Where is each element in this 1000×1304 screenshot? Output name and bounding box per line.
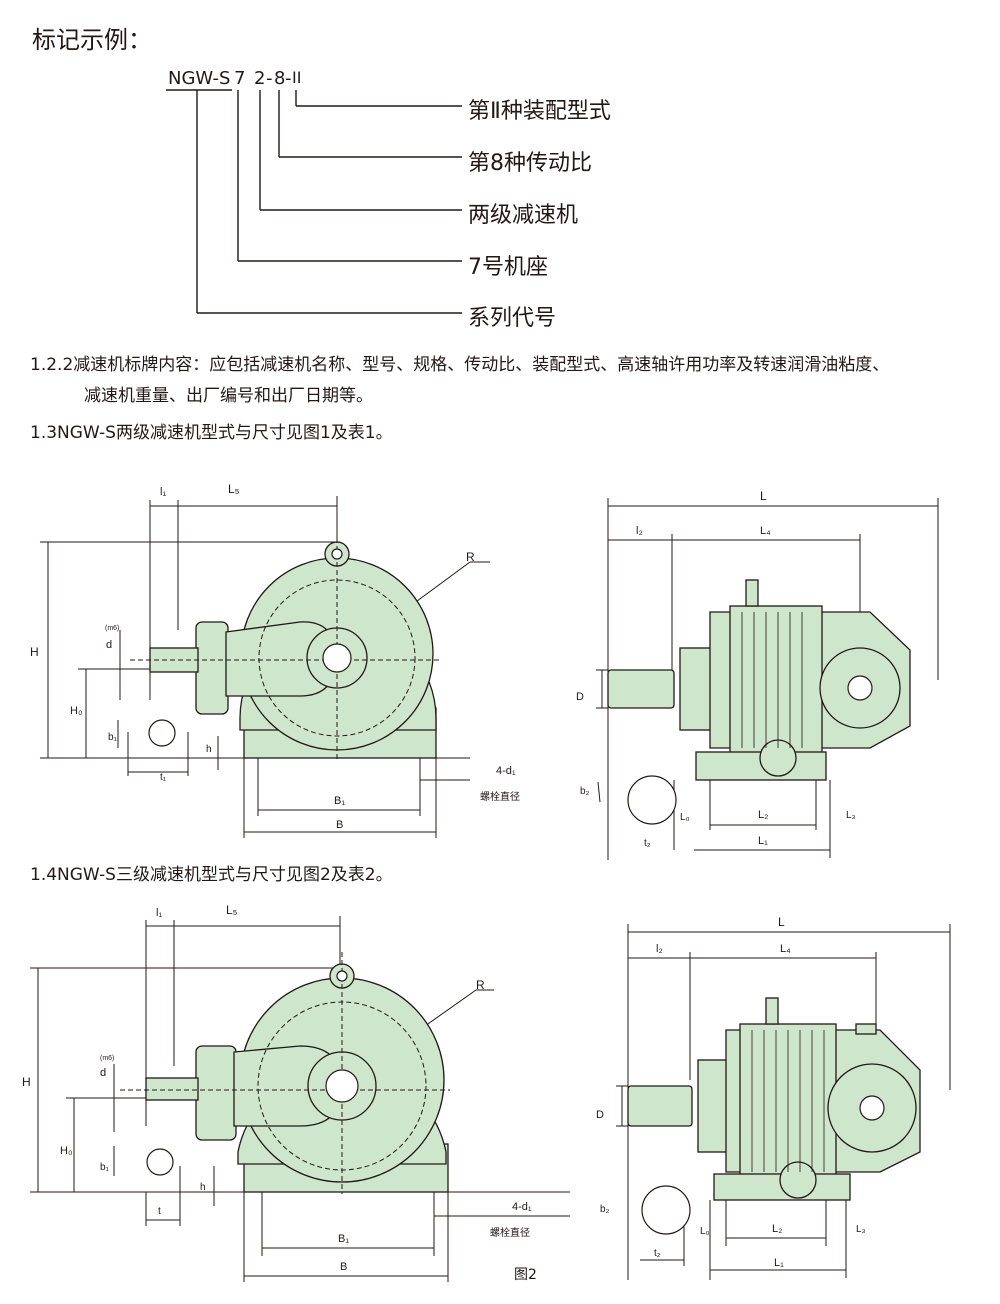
dim-l2-fig2: l₂ <box>656 943 663 955</box>
dim-H0: H₀ <box>70 705 83 717</box>
dim-t-fig2: t <box>158 1206 161 1217</box>
figure2-front-view: l₁ L₅ R H H₀ d (m6) b₁ t h B₁ B 4-d₁ 螺栓直… <box>22 903 570 1282</box>
dim-L2: L₂ <box>758 809 768 821</box>
code-sep1: - <box>266 68 273 89</box>
dim-H-fig2: H <box>22 1075 31 1089</box>
figure1-front-view: l₁ L₅ R H H₀ d (m6) b₁ t₁ h B₁ B 4-d₁ 螺栓… <box>30 482 520 838</box>
dim-L1-fig2: L₁ <box>774 1257 784 1269</box>
dim-m6-fig2: (m6) <box>100 1055 114 1062</box>
dim-L0-fig2: L₀ <box>700 1226 710 1237</box>
dim-t2-fig2: t₂ <box>654 1248 661 1259</box>
dim-h-fig2: h <box>200 1182 206 1193</box>
dim-B: B <box>336 819 343 831</box>
dim-R: R <box>466 550 475 564</box>
dim-L3-fig2: L₃ <box>856 1224 866 1235</box>
dim-H0-fig2: H₀ <box>60 1145 73 1157</box>
dim-l1: l₁ <box>160 486 166 498</box>
dim-bolt-fig2: 4-d₁ <box>512 1201 532 1213</box>
legend-stage: 两级减速机 <box>468 203 579 228</box>
dim-m6: (m6) <box>105 625 119 632</box>
dim-L4: L₄ <box>760 525 771 537</box>
dim-L-fig2: L <box>778 915 785 929</box>
legend-leader-lines <box>166 89 462 314</box>
code-ratio: 8 <box>274 68 286 89</box>
dim-L5: L₅ <box>228 482 240 496</box>
dim-L: L <box>760 489 767 503</box>
dim-L1: L₁ <box>758 835 768 847</box>
paragraph-1-3: 1.3NGW-S两级减速机型式与尺寸见图1及表1。 <box>30 423 393 443</box>
dim-L3: L₃ <box>846 810 856 821</box>
paragraph-1-2-2-cont: 减速机重量、出厂编号和出厂日期等。 <box>84 386 373 406</box>
dim-t2: t₂ <box>644 838 651 849</box>
section-heading: 标记示例： <box>32 26 152 54</box>
dim-t1: t₁ <box>160 772 167 783</box>
figure2-side-view: L l₂ L₄ D b₂ t₂ L₀ L₂ L₃ L₁ <box>596 915 951 1280</box>
code-frame: 7 <box>234 68 246 89</box>
figure1-side-view: L l₂ L₄ D b₂ t₂ L₀ L₂ L₃ L₁ <box>576 489 939 860</box>
dim-bolt-note: 螺栓直径 <box>480 790 520 803</box>
dim-b1: b₁ <box>108 732 118 743</box>
dim-b2: b₂ <box>580 786 590 797</box>
dim-b2-fig2: b₂ <box>600 1204 610 1215</box>
paragraph-1-2-2: 1.2.2减速机标牌内容：应包括减速机名称、型号、规格、传动比、装配型式、高速轴… <box>30 355 890 375</box>
dim-D-fig2: D <box>596 1109 604 1121</box>
dim-H: H <box>30 645 39 659</box>
dim-d-fig2: d <box>100 1067 106 1079</box>
code-prefix: NGW-S <box>168 68 231 89</box>
dim-l1-fig2: l₁ <box>156 907 162 919</box>
legend-frame: 7号机座 <box>468 255 548 280</box>
dim-L2-fig2: L₂ <box>772 1223 782 1235</box>
dim-B1: B₁ <box>334 795 345 807</box>
dim-B1-fig2: B₁ <box>338 1233 349 1245</box>
dim-d: d <box>106 639 112 651</box>
code-stage: 2 <box>254 68 266 89</box>
dim-B-fig2: B <box>340 1261 347 1273</box>
code-sep2: - <box>285 68 292 89</box>
dim-L5-fig2: L₅ <box>226 903 238 917</box>
dim-l2: l₂ <box>636 525 643 537</box>
dim-L0: L₀ <box>680 812 690 823</box>
dim-bolt-note-fig2: 螺栓直径 <box>490 1226 530 1239</box>
code-assembly: II <box>292 68 302 87</box>
legend-series: 系列代号 <box>468 306 557 331</box>
dim-h: h <box>206 744 212 755</box>
dim-b1-fig2: b₁ <box>100 1162 110 1173</box>
paragraph-1-4: 1.4NGW-S三级减速机型式与尺寸见图2及表2。 <box>30 865 393 885</box>
dim-R-fig2: R <box>476 978 485 992</box>
figure2-caption: 图2 <box>514 1267 537 1283</box>
dim-D: D <box>576 691 584 703</box>
legend-ratio: 第8种传动比 <box>468 151 592 176</box>
dim-bolt: 4-d₁ <box>496 765 516 777</box>
dim-L4-fig2: L₄ <box>780 943 791 955</box>
legend-assembly-type: 第Ⅱ种装配型式 <box>468 99 611 124</box>
